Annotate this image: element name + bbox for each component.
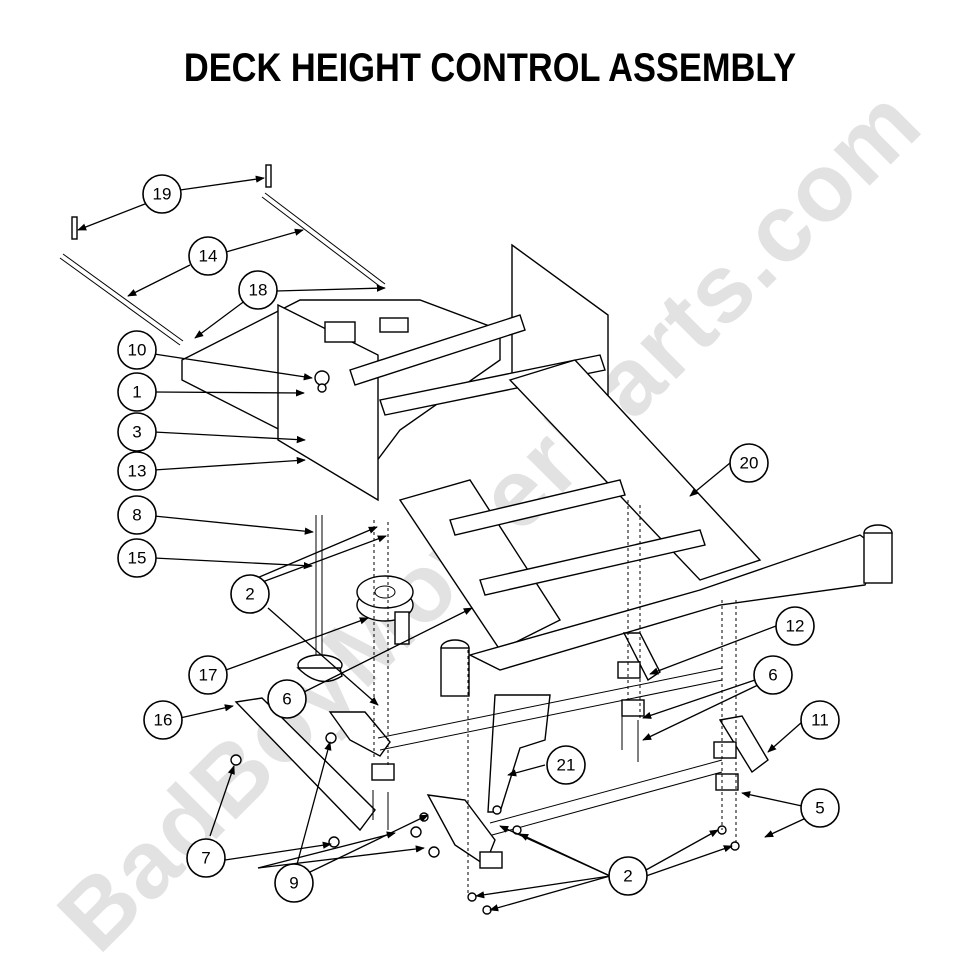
callout-20: 20 [729, 443, 769, 483]
shaft-15-8 [296, 515, 343, 683]
callout-17: 17 [188, 655, 228, 695]
callout-9: 9 [274, 863, 314, 903]
callout-2: 2 [230, 574, 270, 614]
svg-text:5: 5 [815, 799, 824, 818]
svg-text:13: 13 [128, 462, 147, 481]
svg-text:14: 14 [199, 247, 218, 266]
deck-lift-frame [181, 243, 609, 502]
svg-text:1: 1 [132, 383, 141, 402]
svg-text:2: 2 [245, 585, 254, 604]
callout-10: 10 [117, 330, 157, 370]
pulley-17 [356, 575, 414, 645]
callout-1: 1 [117, 372, 157, 412]
callout-6: 6 [267, 679, 307, 719]
svg-text:15: 15 [128, 549, 147, 568]
svg-text:12: 12 [786, 617, 805, 636]
svg-text:2: 2 [623, 867, 632, 886]
svg-text:3: 3 [132, 423, 141, 442]
svg-text:6: 6 [768, 666, 777, 685]
linkages [234, 632, 769, 869]
svg-text:18: 18 [249, 281, 268, 300]
svg-text:8: 8 [132, 506, 141, 525]
callout-14: 14 [188, 236, 228, 276]
svg-text:7: 7 [201, 849, 210, 868]
svg-text:16: 16 [154, 711, 173, 730]
svg-text:21: 21 [557, 756, 576, 775]
svg-text:9: 9 [289, 874, 298, 893]
callout-8: 8 [117, 495, 157, 535]
callout-2b: 2 [608, 856, 648, 896]
svg-text:17: 17 [199, 666, 218, 685]
svg-text:6: 6 [282, 690, 291, 709]
callout-16: 16 [143, 700, 183, 740]
svg-text:20: 20 [740, 454, 759, 473]
callout-11: 11 [800, 700, 840, 740]
svg-text:11: 11 [811, 711, 829, 730]
rods-19-14 [59, 164, 386, 346]
svg-text:19: 19 [153, 185, 172, 204]
main-frame-20 [398, 359, 893, 697]
callout-13: 13 [117, 451, 157, 491]
callout-6b: 6 [753, 655, 793, 695]
leader-lines [77, 175, 807, 912]
callout-7: 7 [186, 838, 226, 878]
callout-12: 12 [775, 606, 815, 646]
callout-5: 5 [800, 788, 840, 828]
svg-text:10: 10 [128, 341, 147, 360]
callout-3: 3 [117, 412, 157, 452]
callout-15: 15 [117, 538, 157, 578]
page-title: DECK HEIGHT CONTROL ASSEMBLY [183, 46, 797, 90]
callout-21: 21 [546, 745, 586, 785]
callout-18: 18 [238, 270, 278, 310]
callout-19: 19 [142, 174, 182, 214]
callouts: 19 14 18 10 1 3 13 8 15 2 17 6 16 7 9 20… [117, 174, 840, 903]
